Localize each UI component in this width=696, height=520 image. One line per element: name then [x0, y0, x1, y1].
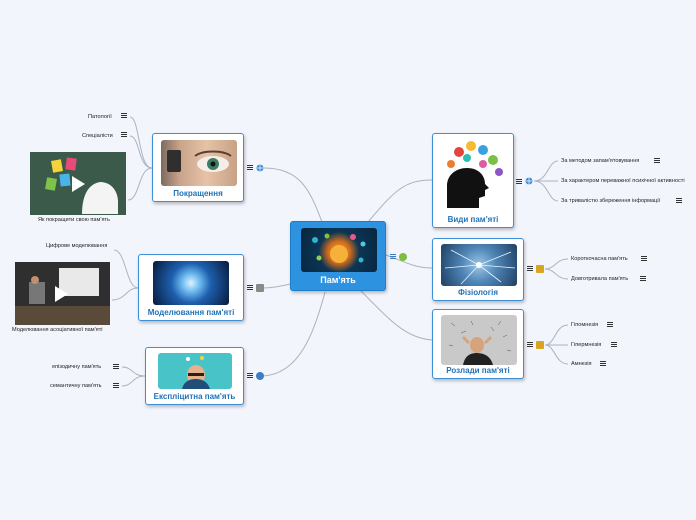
leaf-za-metodom[interactable]: За методом запам'ятовування — [561, 158, 640, 164]
notes-icon[interactable] — [390, 254, 396, 259]
topic-ekspl[interactable]: Експліцитна пам'ять — [145, 347, 244, 405]
image-caption: Моделювання асоціативної пам'яті — [12, 327, 103, 333]
globe-icon — [525, 177, 533, 185]
topic-label: Експліцитна пам'ять — [153, 392, 236, 401]
topic-label: Моделювання пам'яті — [147, 308, 235, 317]
notes-icon[interactable] — [611, 342, 617, 347]
leaf-semantychnu[interactable]: семантичну пам'ять — [50, 383, 102, 389]
topic-label: Види пам'яті — [447, 215, 499, 224]
brain-head-image — [301, 228, 377, 272]
notes-icon[interactable] — [676, 198, 682, 203]
leaf-korotkochasna[interactable]: Короткочасна пам'ять — [571, 256, 628, 262]
leaf-spetsialisty[interactable]: Спеціалісти — [82, 133, 113, 139]
eye-image — [161, 140, 237, 186]
topic-fiziolohiia[interactable]: Фізіологія — [432, 238, 524, 301]
neuron-image — [441, 244, 517, 286]
topic-modeliuvannia[interactable]: Моделювання пам'яті — [138, 254, 244, 321]
topic-rozlady[interactable]: Розлади пам'яті — [432, 309, 524, 379]
notes-icon[interactable] — [247, 373, 253, 378]
avatar-icon — [399, 253, 407, 261]
notes-icon[interactable] — [527, 342, 533, 347]
topic-label: Покращення — [173, 189, 223, 198]
topic-label: Розлади пам'яті — [446, 366, 510, 375]
priority-icon — [256, 284, 264, 292]
notes-icon[interactable] — [600, 361, 606, 366]
leaf-dovhotryvala[interactable]: Довготривала пам'ять — [571, 276, 629, 282]
leaf-patolohii[interactable]: Патології — [88, 114, 112, 120]
notes-icon[interactable] — [113, 364, 119, 369]
notes-icon[interactable] — [247, 285, 253, 290]
globe-icon — [256, 164, 264, 172]
leaf-tsyfrove[interactable]: Цифрове моделювання — [46, 243, 108, 249]
notes-icon[interactable] — [607, 322, 613, 327]
leaf-epizodychnu[interactable]: епізодичну пам'ять — [52, 364, 102, 370]
priority-icon — [536, 341, 544, 349]
topic-vydy-pamiati[interactable]: Види пам'яті — [432, 133, 514, 228]
priority-icon — [256, 372, 264, 380]
video-play-icon — [55, 286, 68, 302]
notes-icon[interactable] — [641, 256, 647, 261]
leaf-za-tryvalistiu[interactable]: За тривалістю збереження інформації — [561, 198, 661, 204]
image-caption: Як покращити свою пам'ять — [38, 217, 110, 223]
notes-icon[interactable] — [527, 266, 533, 271]
priority-icon — [536, 265, 544, 273]
lecture-video-thumbnail[interactable] — [15, 262, 110, 325]
glowing-brain-image — [153, 261, 229, 305]
notes-icon[interactable] — [113, 383, 119, 388]
head-puzzle-image — [158, 353, 232, 389]
topic-label: Фізіологія — [457, 288, 499, 297]
notes-icon[interactable] — [640, 276, 646, 281]
topic-pokrashchennia[interactable]: Покращення — [152, 133, 244, 202]
head-icons-image — [439, 138, 509, 212]
leaf-hipermneziia[interactable]: Гіпермнезія — [571, 342, 602, 348]
central-topic[interactable]: Пам'ять — [290, 221, 386, 291]
video-play-icon — [72, 176, 85, 192]
video-thumbnail[interactable] — [30, 152, 126, 215]
notes-icon[interactable] — [247, 165, 253, 170]
confused-man-image — [441, 315, 517, 365]
notes-icon[interactable] — [121, 132, 127, 137]
central-topic-label: Пам'ять — [320, 275, 356, 285]
notes-icon[interactable] — [516, 179, 522, 184]
leaf-amneziia[interactable]: Амнезія — [571, 361, 592, 367]
leaf-hipomneziia[interactable]: Гіпомнезія — [571, 322, 599, 328]
notes-icon[interactable] — [121, 113, 127, 118]
notes-icon[interactable] — [654, 158, 660, 163]
leaf-za-kharakterom[interactable]: За характером переважної психічної актив… — [561, 178, 685, 184]
